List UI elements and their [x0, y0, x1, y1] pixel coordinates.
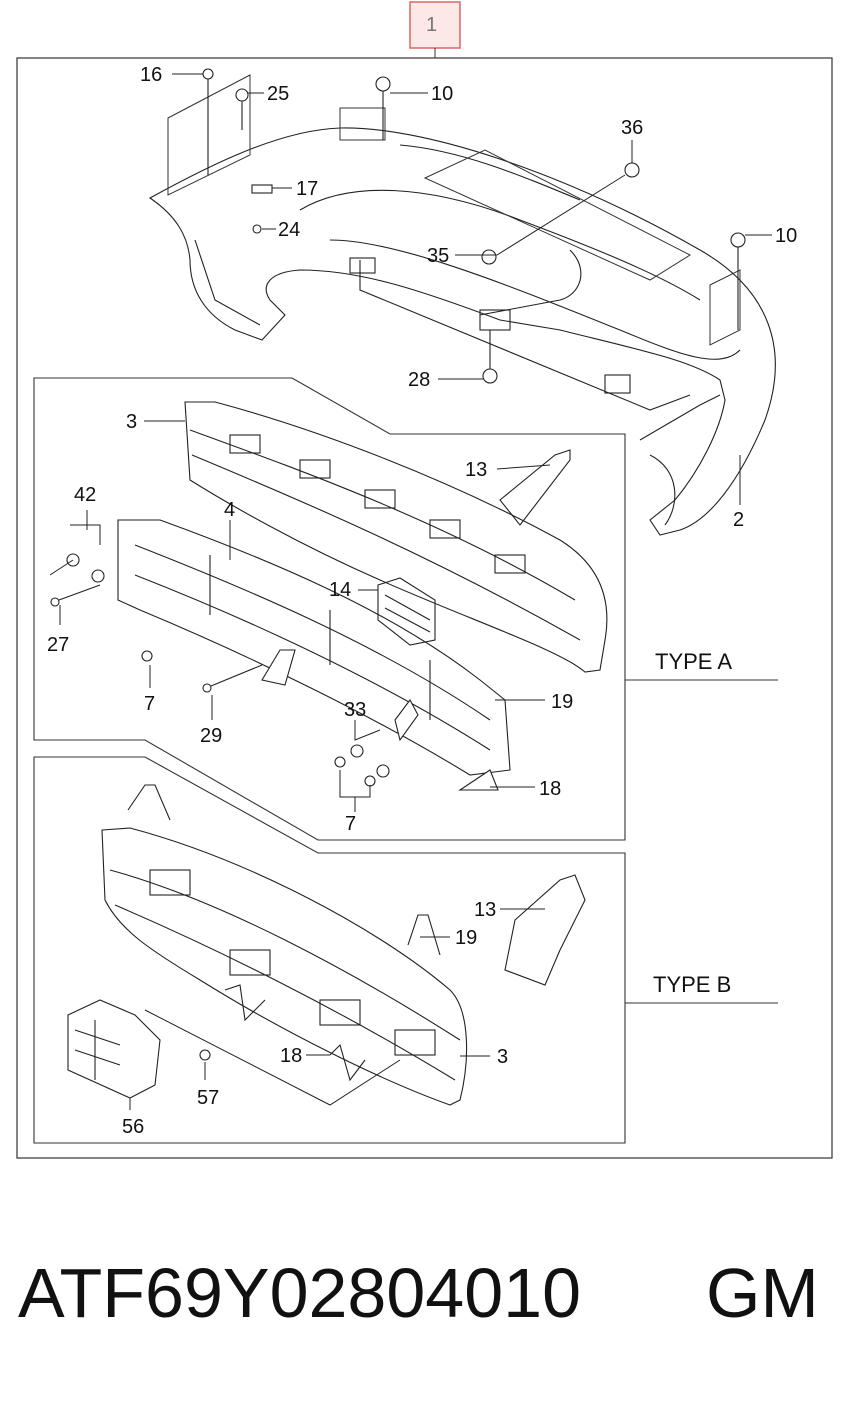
hardware-a: [50, 553, 499, 791]
callout-b-56: 56: [122, 1116, 144, 1138]
assembly-tag: 1: [426, 14, 437, 36]
callout-a-13: 13: [465, 459, 487, 481]
bracket-14: [377, 577, 436, 646]
type-a-label: TYPE A: [655, 649, 732, 674]
energy-absorber: [184, 401, 608, 673]
parts-diagram: 1: [16, 1, 833, 1159]
fasteners-top: [202, 68, 746, 384]
callout-10-left: 10: [431, 83, 453, 105]
brackets-b: [127, 784, 441, 1082]
part-number: ATF69Y02804010: [18, 1254, 582, 1332]
type-b-panel: [33, 756, 626, 1144]
leaders-type-a: [49, 420, 551, 812]
callout-b-13: 13: [474, 899, 496, 921]
leaders-top: [172, 73, 772, 505]
callout-a-7b: 7: [345, 813, 356, 835]
callout-16: 16: [140, 64, 162, 86]
assembly-tag-box: [409, 1, 461, 49]
callout-a-19: 19: [551, 691, 573, 713]
callout-a-33: 33: [344, 699, 366, 721]
callout-35: 35: [427, 245, 449, 267]
callout-17: 17: [296, 178, 318, 200]
callout-a-42: 42: [74, 484, 96, 506]
callout-a-29: 29: [200, 725, 222, 747]
callout-28: 28: [408, 369, 430, 391]
callout-a-14: 14: [329, 579, 351, 601]
callout-b-18: 18: [280, 1045, 302, 1067]
impact-bar: [117, 519, 511, 776]
leaders-type-b: [129, 908, 545, 1110]
bumper-cover: [148, 127, 776, 536]
callout-a-7: 7: [144, 693, 155, 715]
callout-36: 36: [621, 117, 643, 139]
outer-frame: [16, 57, 833, 1159]
bumper-cover-detail: [167, 74, 741, 346]
callout-25: 25: [267, 83, 289, 105]
callout-24: 24: [278, 219, 300, 241]
callout-a-4: 4: [224, 499, 235, 521]
bracket-13: [499, 449, 571, 526]
callout-b-3: 3: [497, 1046, 508, 1068]
callout-2: 2: [733, 509, 744, 531]
callout-10-right: 10: [775, 225, 797, 247]
bracket-13-b: [504, 874, 586, 986]
type-a-panel: [33, 377, 626, 841]
callout-a-3: 3: [126, 411, 137, 433]
type-b-label: TYPE B: [653, 972, 731, 997]
brand-label: GM: [706, 1254, 819, 1332]
callout-b-19: 19: [455, 927, 477, 949]
callout-b-57: 57: [197, 1087, 219, 1109]
callout-a-18: 18: [539, 778, 561, 800]
callout-a-27: 27: [47, 634, 69, 656]
energy-absorber-b: [101, 827, 468, 1106]
housing-56: [67, 999, 161, 1099]
screw-57: [199, 1049, 211, 1061]
